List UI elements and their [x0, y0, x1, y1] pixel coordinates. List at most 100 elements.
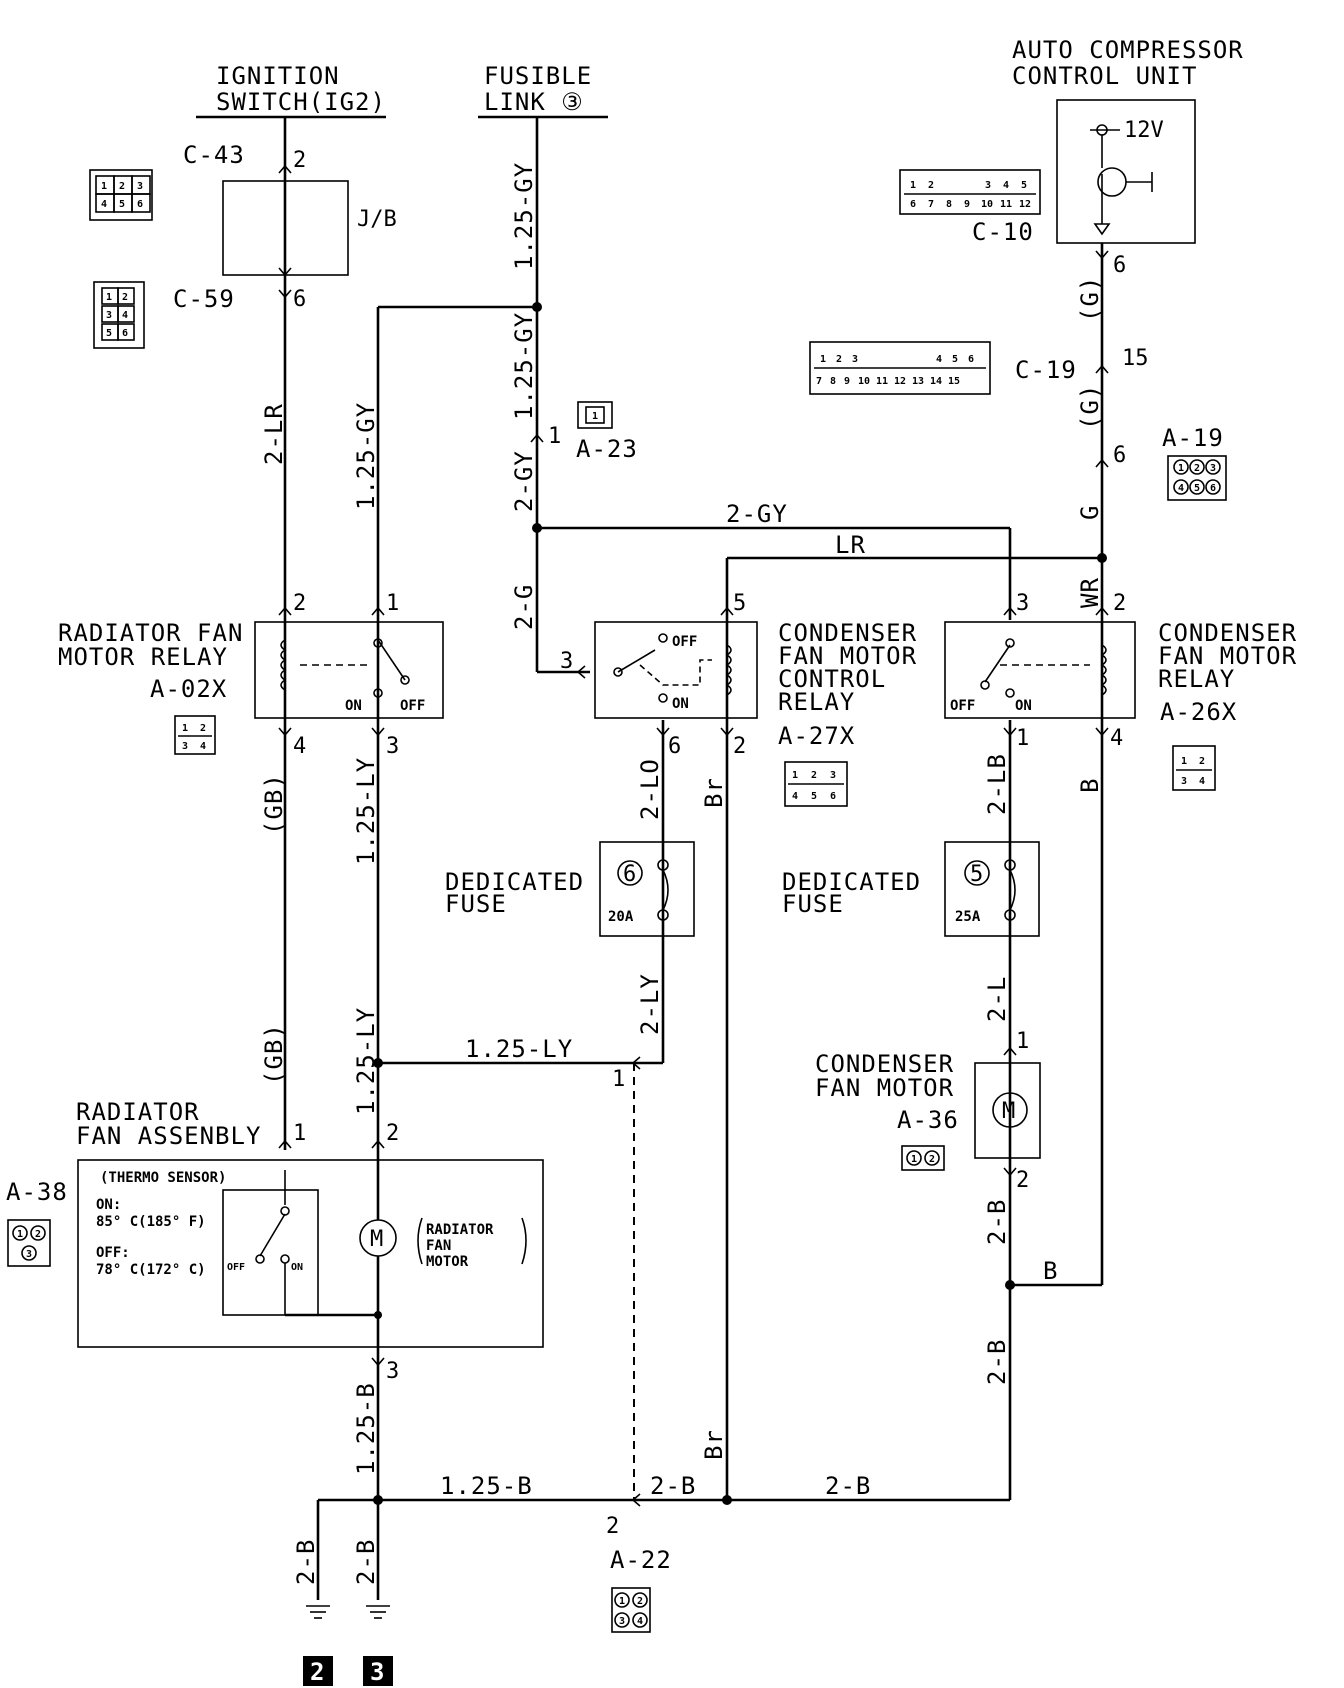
svg-text:5: 5: [952, 354, 958, 365]
svg-text:1: 1: [911, 1154, 917, 1165]
wire-2b-a: 2-B: [983, 1199, 1011, 1245]
svg-text:13: 13: [912, 376, 924, 387]
ignition-switch-label: IGNITION SWITCH(IG2): [196, 62, 386, 119]
conn-a22: A-22: [610, 1546, 672, 1574]
wire-g-mid: (G): [1076, 384, 1104, 430]
fuse5-number: 5: [970, 862, 983, 887]
wire-b-b: B: [1043, 1257, 1058, 1285]
rad-motor-1: RADIATOR: [426, 1222, 494, 1238]
thermo-on-2: 85° C(185° F): [96, 1214, 206, 1230]
fuse6-label-line2: FUSE: [445, 890, 507, 918]
svg-text:14: 14: [930, 376, 942, 387]
svg-text:4: 4: [792, 791, 798, 802]
svg-text:8: 8: [830, 376, 836, 387]
svg-text:2: 2: [122, 292, 128, 303]
svg-text:3: 3: [26, 1249, 32, 1260]
connector-faces: 1 2 3 4 5 6 1 2 3 4 5 6 1 2 3 4 5 6 7 8 …: [7, 169, 1227, 1633]
svg-text:5: 5: [811, 791, 817, 802]
thermo-off-2: 78° C(172° C): [96, 1262, 206, 1278]
cond-motor-line1: CONDENSER: [815, 1050, 954, 1078]
wire-labels-horizontal: 2-GY LR 1.25-LY B 1.25-B 2-B 2-B: [440, 500, 1058, 1500]
wire-125gy-b: 1.25-GY: [510, 312, 538, 420]
wire-lr: LR: [835, 531, 866, 559]
svg-text:2: 2: [200, 723, 206, 734]
pin-cr-4: 4: [1110, 726, 1123, 751]
svg-text:4: 4: [637, 1616, 643, 1627]
svg-text:4: 4: [101, 199, 107, 210]
pin-cr-3: 3: [1016, 591, 1029, 616]
ccr-line3: CONTROL: [778, 665, 886, 693]
fuse5-amp: 25A: [955, 909, 981, 925]
wire-g-top: (G): [1076, 276, 1104, 322]
svg-text:4: 4: [1178, 483, 1184, 494]
wire-125ly-h: 1.25-LY: [465, 1035, 573, 1063]
conn-a27x: A-27X: [778, 722, 855, 750]
supply-12v: 12V: [1124, 118, 1164, 143]
fusible-link-line1: FUSIBLE: [484, 62, 592, 90]
wire-2l: 2-L: [983, 976, 1011, 1022]
svg-text:10: 10: [981, 199, 993, 210]
conn-a23: A-23: [576, 435, 638, 463]
ground-3-number: 3: [370, 1658, 384, 1686]
pin-ccr-5: 5: [733, 591, 746, 616]
rad-relay-line1: RADIATOR FAN: [58, 619, 243, 647]
svg-text:3: 3: [1181, 776, 1187, 787]
rad-motor-3: MOTOR: [426, 1254, 469, 1270]
rad-assembly-line2: FAN ASSENBLY: [76, 1122, 261, 1150]
conn-a19: A-19: [1162, 424, 1224, 452]
svg-text:6: 6: [830, 791, 836, 802]
svg-text:1: 1: [792, 770, 798, 781]
svg-text:1: 1: [910, 180, 916, 191]
cr-on: ON: [1015, 698, 1032, 714]
svg-text:6: 6: [968, 354, 974, 365]
wire-125gy-a: 1.25-GY: [510, 162, 538, 270]
conn-c19: C-19: [1015, 356, 1077, 384]
wires: [283, 117, 1104, 1600]
svg-text:11: 11: [876, 376, 888, 387]
connector-face-a26x: 1 2 3 4: [1172, 745, 1216, 791]
ccr-off: OFF: [672, 634, 697, 650]
rad-motor-2: FAN: [426, 1238, 451, 1254]
svg-text:2: 2: [637, 1596, 643, 1607]
fuse5-label-line1: DEDICATED: [782, 868, 921, 896]
wire-gb-a: (GB): [260, 773, 288, 835]
pin-cr-1: 1: [1016, 726, 1029, 751]
connector-face-a23: 1: [577, 401, 613, 429]
svg-text:1: 1: [182, 723, 188, 734]
svg-text:3: 3: [1210, 463, 1216, 474]
svg-text:3: 3: [182, 741, 188, 752]
svg-text:3: 3: [985, 180, 991, 191]
wire-2b-c: 2-B: [650, 1472, 696, 1500]
wire-2lo: 2-LO: [636, 758, 664, 820]
rad-assembly-line1: RADIATOR: [76, 1098, 200, 1126]
ignition-switch-line2: SWITCH(IG2): [216, 88, 386, 116]
junction-dots: [373, 302, 1107, 1505]
wire-gb-b: (GB): [260, 1023, 288, 1085]
wire-2ly: 2-LY: [636, 973, 664, 1035]
pin-ccr-3: 3: [560, 649, 573, 674]
svg-text:2: 2: [1199, 756, 1205, 767]
auto-compressor-line1: AUTO COMPRESSOR: [1012, 36, 1244, 64]
svg-text:2: 2: [1194, 463, 1200, 474]
svg-text:2: 2: [836, 354, 842, 365]
wire-br-b: Br: [700, 1429, 728, 1460]
svg-text:2: 2: [929, 1154, 935, 1165]
svg-text:1: 1: [1181, 756, 1187, 767]
ccr-on: ON: [672, 696, 689, 712]
svg-text:5: 5: [1021, 180, 1027, 191]
wire-125b-h: 1.25-B: [440, 1472, 533, 1500]
conn-a26x: A-26X: [1160, 698, 1237, 726]
pin-ccr-2: 2: [733, 734, 746, 759]
wire-2b-d: 2-B: [825, 1472, 871, 1500]
pin-rr-3: 3: [386, 734, 399, 759]
radiator-fan-assembly: (THERMO SENSOR) ON: 85° C(185° F) OFF: 7…: [76, 1098, 544, 1348]
svg-text:5: 5: [119, 199, 125, 210]
conn-c43: C-43: [183, 141, 245, 169]
ground-symbols: 2 3: [303, 1605, 393, 1686]
svg-text:1: 1: [619, 1596, 625, 1607]
pin-jb-6: 6: [293, 287, 306, 312]
rad-relay-on: ON: [345, 698, 362, 714]
wire-wr: WR: [1076, 577, 1104, 608]
condenser-fan-motor: M CONDENSER FAN MOTOR: [815, 1050, 1041, 1159]
